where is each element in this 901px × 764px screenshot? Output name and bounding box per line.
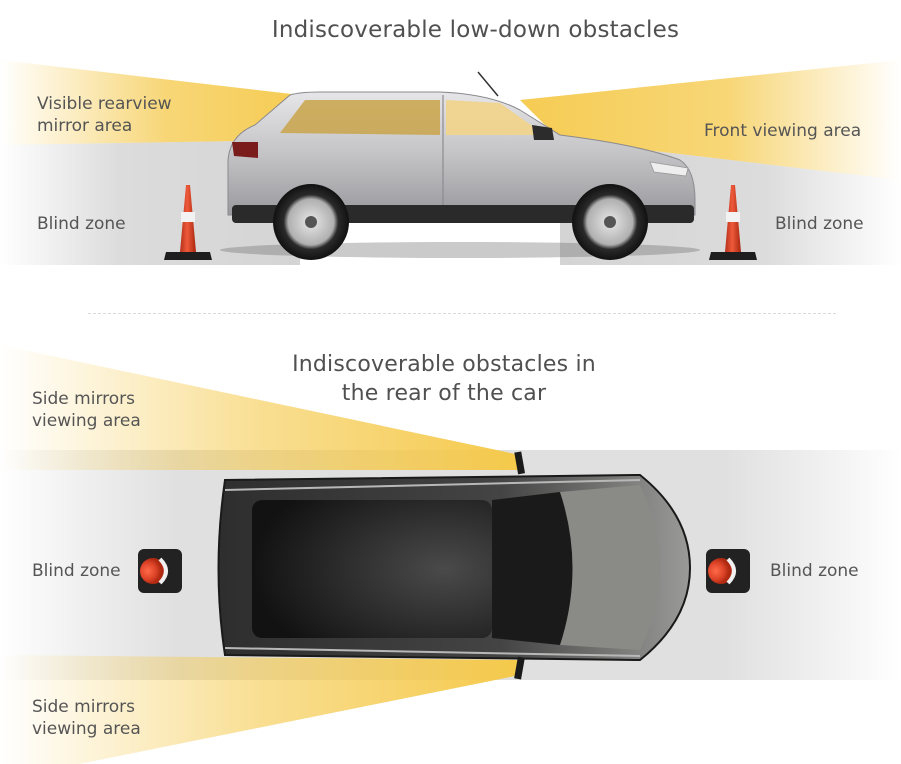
- front-blind-zone-label: Blind zone: [775, 214, 864, 234]
- front-view-label: Front viewing area: [704, 121, 862, 141]
- rear-blind-zone: [0, 140, 300, 265]
- rear-view-area: [0, 60, 300, 145]
- upper-side-mirror-label: Side mirrors viewing area: [32, 389, 141, 431]
- rear-blind-zone-label: Blind zone: [37, 214, 126, 234]
- cone-top-view-icon: [138, 549, 182, 593]
- top-view-car-icon: [217, 451, 692, 680]
- lower-side-mirror-label: Side mirrors viewing area: [32, 697, 141, 739]
- bottom-panel-title: Indiscoverable obstacles in the rear of …: [292, 352, 596, 406]
- side-view-diagram: [0, 60, 901, 265]
- rear-view-label: Visible rearview mirror area: [37, 94, 172, 136]
- traffic-cone-icon: [164, 185, 212, 260]
- traffic-cone-icon: [709, 185, 757, 260]
- front-blind-zone-label: Blind zone: [770, 561, 859, 581]
- side-view-car-icon: [227, 71, 696, 260]
- blind-zone-band: [0, 450, 901, 680]
- front-view-area: [520, 60, 901, 180]
- section-divider: [88, 313, 836, 314]
- top-panel-title: Indiscoverable low-down obstacles: [271, 17, 680, 43]
- cone-top-view-icon: [706, 549, 750, 593]
- rear-blind-zone-label: Blind zone: [32, 561, 121, 581]
